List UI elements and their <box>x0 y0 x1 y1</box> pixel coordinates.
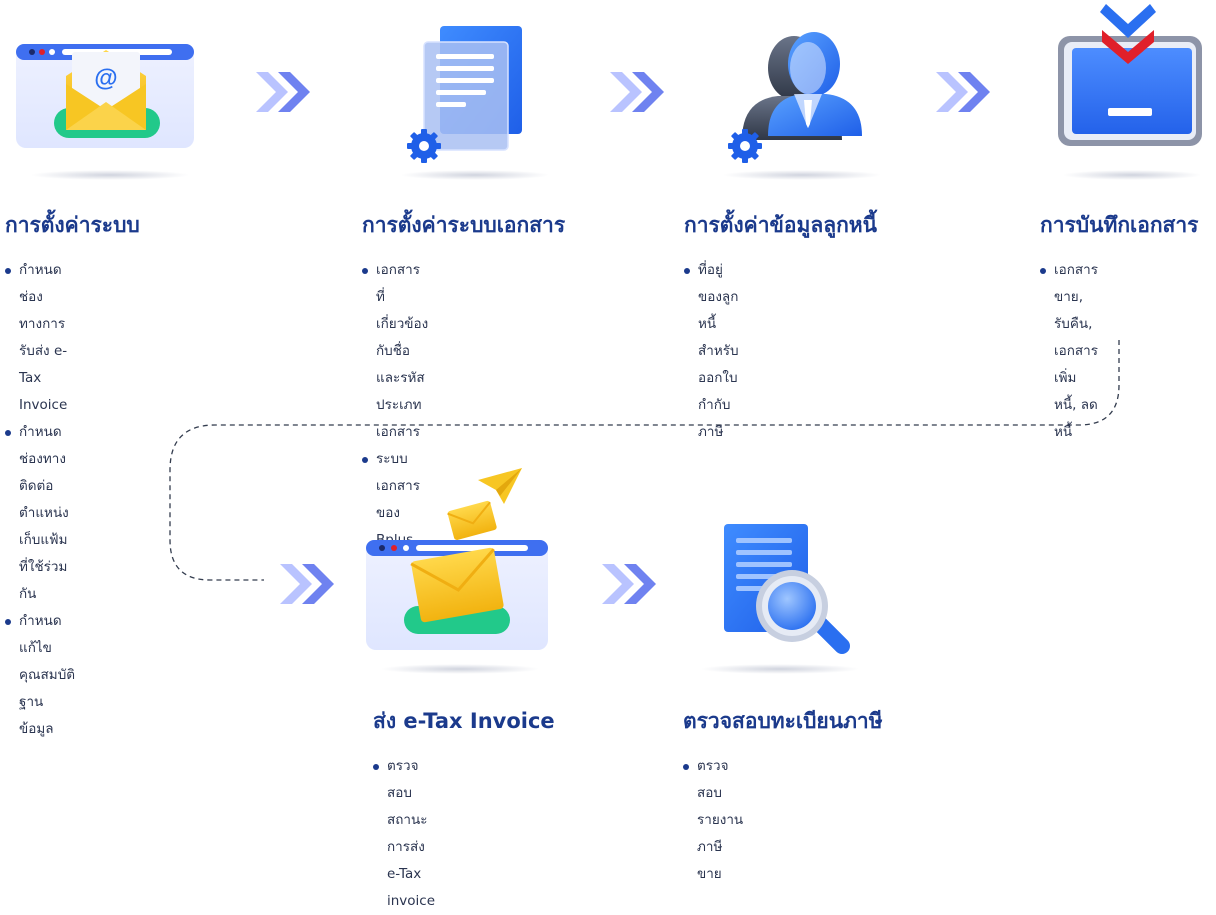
bullet-item: เอกสารขาย, รับคืน, เอกสารเพิ่มหนี้, ลดหน… <box>1040 257 1098 446</box>
bullet-item: ที่อยู่ของลูกหนี้ สำหรับออกใบกำกับภาษี <box>684 257 739 446</box>
download-monitor-icon <box>1058 4 1202 146</box>
send-mail-icon <box>366 468 548 650</box>
svg-text:@: @ <box>94 65 117 92</box>
step-bullets: ตรวจสอบรายงานภาษีขาย <box>683 753 743 888</box>
user-gear-icon <box>728 32 862 163</box>
step-title: การตั้งค่าข้อมูลลูกหนี้ <box>684 213 877 237</box>
chevron-double-right-icon <box>256 72 310 112</box>
bullet-item: เอกสารที่เกี่ยวข้องกับชื่อ และรหัสประเภท… <box>362 257 428 446</box>
step-title: การตั้งค่าระบบเอกสาร <box>362 213 566 237</box>
step-title: การบันทึกเอกสาร <box>1040 213 1199 237</box>
bullet-item: กำหนดช่องทางติดต่อตำแหน่งเก็บแฟ้ม ที่ใช้… <box>5 419 75 608</box>
email-envelope-icon: @ <box>16 44 194 148</box>
step-bullets: กำหนดช่องทางการรับส่ง e-Tax Invoice กำหน… <box>5 257 75 743</box>
step-title: ตรวจสอบทะเบียนภาษี <box>683 709 883 733</box>
bullet-item: ตรวจสอบสถานะการส่ง e-Tax invoice <box>373 753 435 915</box>
step-bullets: ที่อยู่ของลูกหนี้ สำหรับออกใบกำกับภาษี <box>684 257 739 446</box>
step-title: ส่ง e-Tax Invoice <box>373 709 555 733</box>
step-bullets: เอกสารขาย, รับคืน, เอกสารเพิ่มหนี้, ลดหน… <box>1040 257 1098 446</box>
flow-connector <box>169 340 1120 581</box>
step-bullets: ตรวจสอบสถานะการส่ง e-Tax invoice <box>373 753 435 915</box>
chevron-double-right-icon <box>610 72 664 112</box>
step-title: การตั้งค่าระบบ <box>5 213 140 237</box>
chevron-double-right-icon <box>280 564 334 604</box>
bullet-item: กำหนดช่องทางการรับส่ง e-Tax Invoice <box>5 257 75 419</box>
chevron-double-right-icon <box>602 564 656 604</box>
bullet-item: กำหนดแก้ไขคุณสมบัติฐานข้อมูล <box>5 608 75 743</box>
document-search-icon <box>724 524 850 654</box>
document-gear-icon <box>407 26 522 163</box>
chevron-double-right-icon <box>936 72 990 112</box>
bullet-item: ตรวจสอบรายงานภาษีขาย <box>683 753 743 888</box>
